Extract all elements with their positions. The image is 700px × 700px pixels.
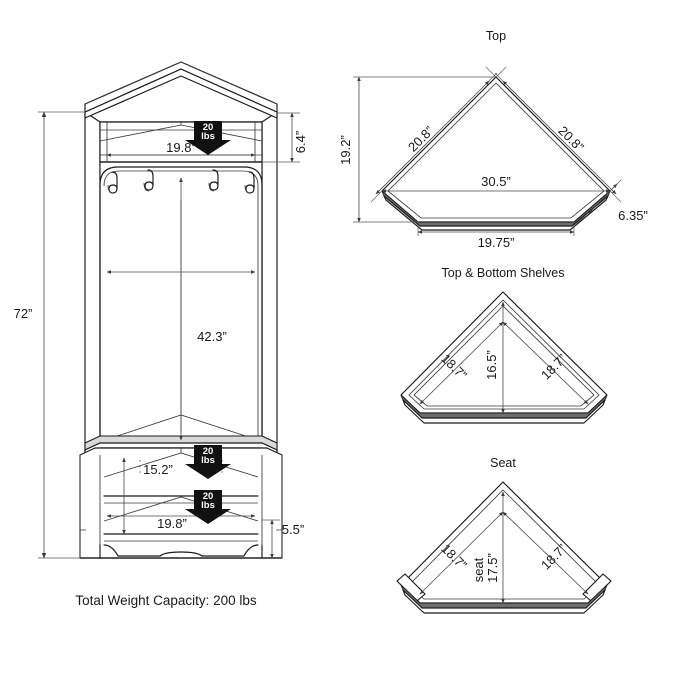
dim-seat-depth-label: seat [471,557,486,582]
dim-lower-shelf-width: 19.8” [157,516,187,531]
dim-line-top-right-diagonal [502,80,617,195]
load-badge-upper-unit: lbs [201,131,215,142]
dim-hanging-height: 42.3” [197,329,227,344]
coat-hook-1 [107,171,118,194]
seat-view-group: Seat 18.7” 18.7” 17.5” seat [396,456,612,614]
coat-hook-3 [208,169,219,192]
seat-view-title: Seat [490,456,516,470]
dim-line-seat-right [502,511,589,595]
dim-seat-depth: 17.5” [485,553,500,583]
dim-ext-top-bottom-width [417,226,575,236]
shelves-view-title: Top & Bottom Shelves [442,266,565,280]
apron-scallop [103,544,259,557]
load-badge-middle-value: 20 [203,446,214,457]
dim-top-front-width: 30.5” [481,174,511,189]
shelves-edge-band2 [402,399,606,424]
hanging-opening-outline [99,166,263,465]
dim-line-shelves-right [502,321,589,405]
seat-outline [400,481,608,604]
top-view-title: Top [486,29,506,43]
load-badge-middle-unit: lbs [201,455,215,466]
apron-legs [99,544,263,559]
load-badge-middle-shelf: 20 lbs [185,445,231,479]
dim-ext-top-bevel [573,179,622,227]
lower-lower-compartment-vee [103,496,259,522]
lower-cabinet-outer-edges [79,455,283,558]
coat-hook-4 [244,171,255,194]
dim-top-bottom-width: 19.75” [478,235,515,250]
dim-line-top-left-diagonal [375,80,490,195]
load-badge-upper-shelf: 20 lbs [185,121,231,155]
lower-cabinet-side-jambs [99,455,263,558]
dim-ext-top-depth [353,76,496,223]
dim-lower-shelf-height: 15.2” [143,462,173,477]
hanging-opening-inner [103,170,259,460]
dim-overall-height: 72” [14,306,33,321]
load-badge-lower-value: 20 [203,491,214,502]
dim-upper-shelf-width: 19.8” [166,140,196,155]
dim-top-depth: 19.2” [338,135,353,165]
seat-edge-band2 [402,589,606,614]
dim-line-seat-left [419,511,504,595]
dim-shelves-depth: 16.5” [484,350,499,380]
dim-ext-upper-shelf-height [262,112,300,163]
dim-upper-shelf-height: 6.4” [293,131,308,153]
load-badge-upper-value: 20 [203,122,214,133]
dim-top-bevel: 6.35” [618,208,648,223]
front-elevation-group: 72” 6.4” 19.8” 42.3” 15.2” 19.8” 5.5” 20… [14,61,308,608]
shelves-view-group: Top & Bottom Shelves 18.7” 18.7” 16.5” [400,266,608,424]
dim-toe-kick-height: 5.5” [282,522,304,537]
load-badge-lower-unit: lbs [201,500,215,511]
coat-hook-2 [143,169,154,192]
top-cap-inner-ridge [95,61,267,100]
dim-line-shelves-left [419,321,504,405]
top-view-group: Top 20.8” 20.8” 19.2” 30.5” 19.75” 6.35” [338,29,648,250]
load-badge-lower-shelf: 20 lbs [185,490,231,524]
dim-ext-overall-height [38,111,85,559]
total-weight-capacity-caption: Total Weight Capacity: 200 lbs [75,593,257,608]
shelves-outline [400,291,608,414]
